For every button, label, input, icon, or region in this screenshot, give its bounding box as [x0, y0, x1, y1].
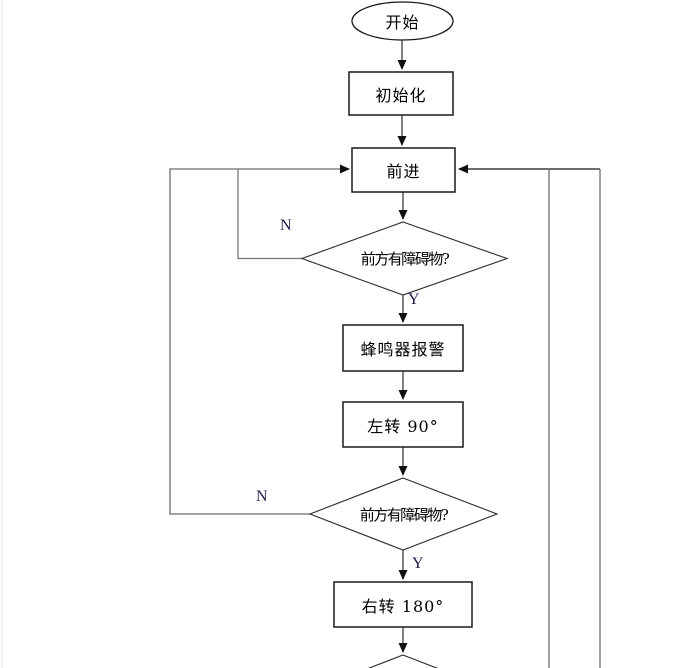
- decision2-diamond-shape: [308, 477, 499, 551]
- page-edge-line: [1, 0, 3, 668]
- decision3-diamond-shape-partial: [367, 654, 439, 668]
- start-terminator-shape: [351, 1, 454, 41]
- connector-decision1-no-loop: [237, 169, 302, 260]
- decision1-diamond-shape: [300, 221, 509, 296]
- turnright-process-shape: [333, 581, 473, 628]
- init-process-shape: [348, 71, 454, 116]
- buzzer-process-shape: [342, 324, 464, 372]
- forward-process-shape: [351, 147, 456, 193]
- connector-decision2-no-loop: [169, 164, 350, 515]
- turnleft-process-shape: [342, 401, 464, 448]
